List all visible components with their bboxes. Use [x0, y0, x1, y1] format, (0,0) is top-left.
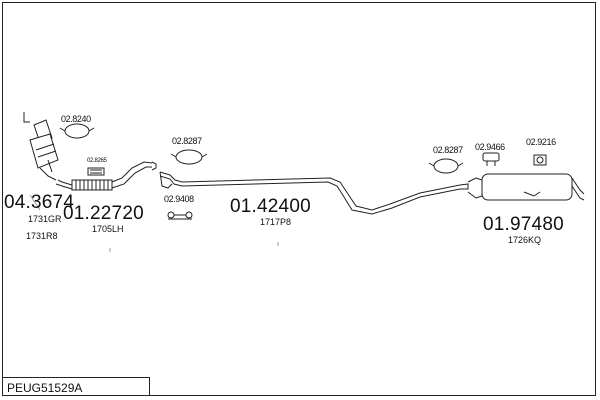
accessory-label-a3: 02.8287 — [172, 136, 202, 146]
hanger-a4-icon — [167, 211, 193, 220]
catalyst-code-2: 1731R8 — [26, 231, 58, 241]
rear-silencer-code: 1726KQ — [508, 235, 542, 245]
diagram-frame — [2, 2, 596, 396]
clamp-a5-icon — [428, 158, 464, 174]
accessory-label-a7: 02.9216 — [526, 137, 556, 147]
reference-code: PEUG51529A — [7, 381, 83, 395]
middle-pipe-code: 1717P8 — [260, 217, 292, 227]
clamp-a3-icon — [170, 149, 208, 165]
accessory-label-a2: 02.8265 — [87, 158, 107, 164]
hanger-a6-icon — [482, 152, 500, 166]
front-pipe-part-number: 01.22720 — [63, 203, 144, 224]
middle-pipe-part-number: 01.42400 — [230, 196, 311, 217]
clamp-a1-icon — [59, 123, 95, 139]
middle-pipe-icon — [159, 171, 461, 215]
leader-lines — [29, 194, 537, 252]
catalytic-converter-icon — [23, 112, 59, 181]
front-pipe-code: 1705LH — [92, 224, 124, 234]
accessory-label-a1: 02.8240 — [61, 114, 91, 124]
rear-silencer-icon — [459, 173, 585, 201]
accessory-label-a6: 02.9466 — [475, 142, 505, 152]
gasket-a2-icon — [87, 167, 105, 176]
hanger-a7-icon — [533, 154, 547, 166]
rear-silencer-part-number: 01.97480 — [483, 214, 564, 235]
catalyst-code-1: 1731GR — [28, 214, 62, 224]
accessory-label-a4: 02.9408 — [164, 194, 194, 204]
front-pipe-icon — [55, 161, 157, 191]
accessory-label-a5: 02.8287 — [433, 145, 463, 155]
catalyst-part-number: 04.3674 — [4, 192, 75, 213]
reference-box: PEUG51529A — [2, 377, 150, 396]
